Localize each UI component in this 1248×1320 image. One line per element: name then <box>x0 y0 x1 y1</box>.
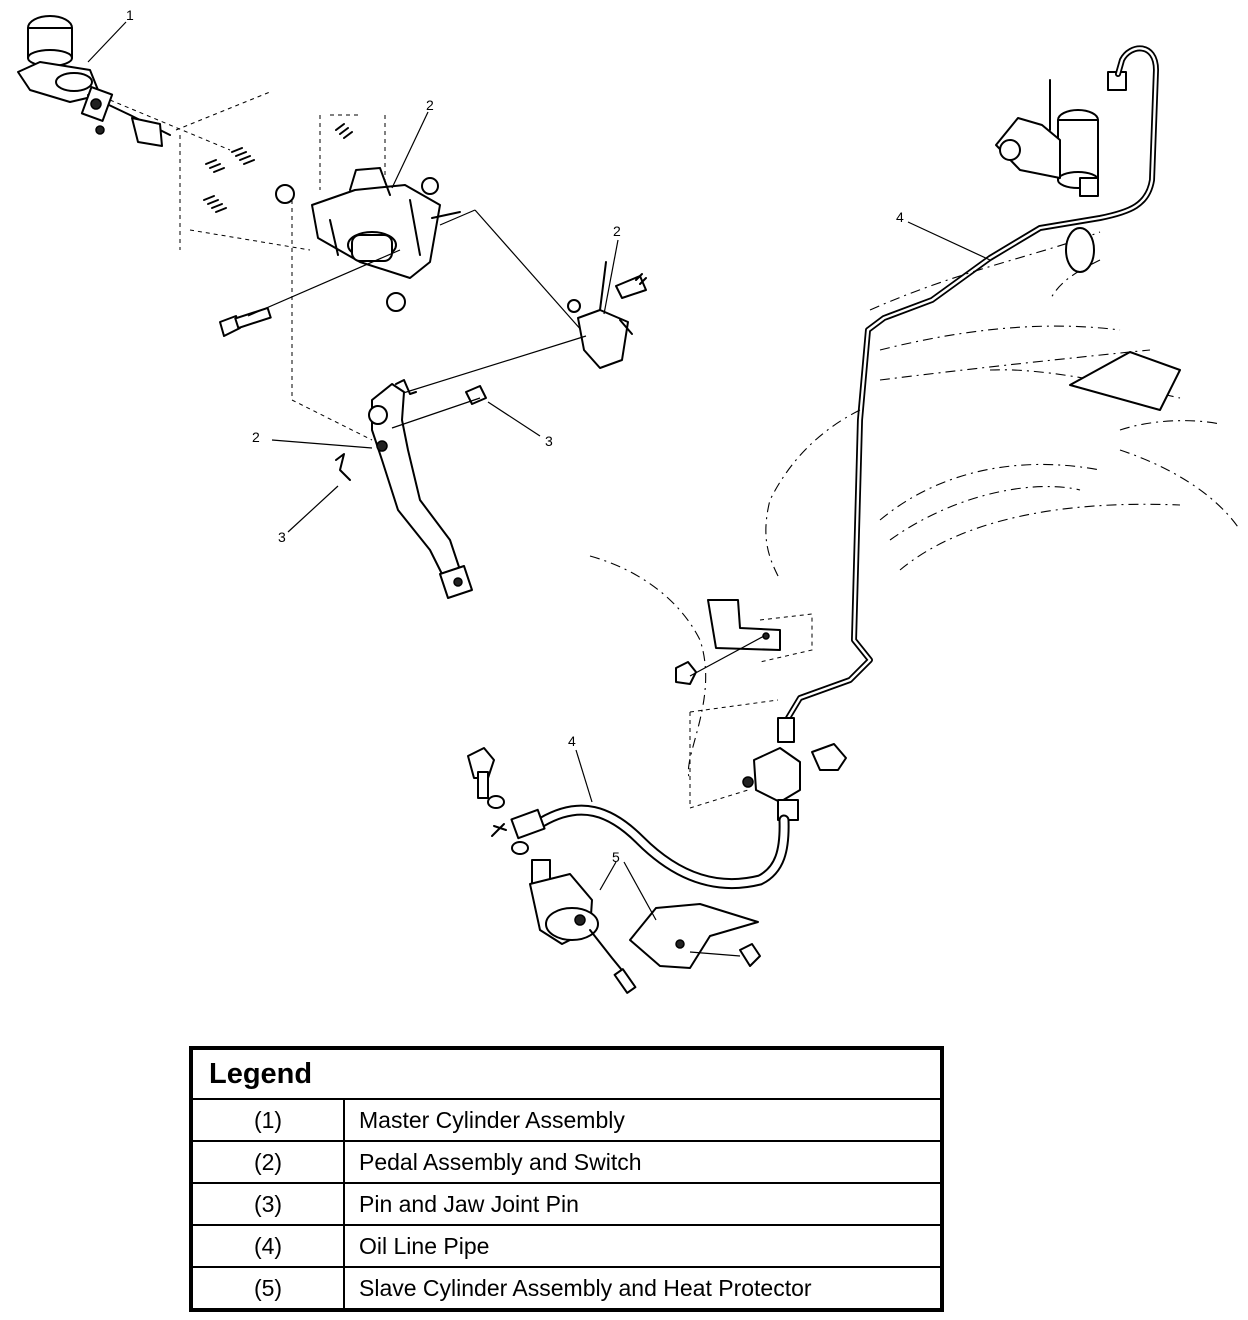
callout-4-hose: 4 <box>568 733 576 749</box>
callout-5: 5 <box>612 849 620 865</box>
callout-2-bracket: 2 <box>426 97 434 113</box>
legend-label: Master Cylinder Assembly <box>343 1098 943 1142</box>
legend-table: Legend (1) Master Cylinder Assembly (2) … <box>189 1046 944 1312</box>
pedal-switch <box>399 261 647 395</box>
heat-protector <box>629 903 761 969</box>
clutch-pedal <box>335 379 487 599</box>
master-cylinder-assembly <box>17 15 231 151</box>
oil-line-pipe <box>777 45 1159 743</box>
legend-title: Legend <box>190 1047 943 1100</box>
legend-code: (3) <box>190 1182 345 1226</box>
legend-label: Slave Cylinder Assembly and Heat Protect… <box>343 1266 943 1311</box>
legend-row: (3) Pin and Jaw Joint Pin <box>190 1182 943 1226</box>
callout-3-left: 3 <box>278 529 286 545</box>
callout-3-right: 3 <box>545 433 553 449</box>
legend-row: (1) Master Cylinder Assembly <box>190 1098 943 1142</box>
callout-1: 1 <box>126 7 134 23</box>
callout-2-switch: 2 <box>613 223 621 239</box>
legend-label: Pedal Assembly and Switch <box>343 1140 943 1184</box>
callout-2-pedal: 2 <box>252 429 260 445</box>
slave-cylinder-assembly <box>529 859 637 994</box>
clutch-hydraulic-exploded-diagram: 1 2 2 2 3 3 4 4 5 <box>17 7 1241 994</box>
union-bolt-washers <box>467 747 529 855</box>
vehicle-body-outline <box>589 227 1241 781</box>
legend-code: (2) <box>190 1140 345 1184</box>
pedal-bracket <box>175 91 591 441</box>
legend-row: (5) Slave Cylinder Assembly and Heat Pro… <box>190 1266 943 1311</box>
callout-4-pipe: 4 <box>896 209 904 225</box>
oil-line-hose <box>510 804 790 890</box>
hose-bracket <box>742 743 847 821</box>
reservoir-master-cylinder-right <box>995 71 1127 197</box>
legend-code: (4) <box>190 1224 345 1268</box>
legend-code: (5) <box>190 1266 345 1311</box>
legend-row: (2) Pedal Assembly and Switch <box>190 1140 943 1184</box>
legend-label: Pin and Jaw Joint Pin <box>343 1182 943 1226</box>
legend-label: Oil Line Pipe <box>343 1224 943 1268</box>
callout-leaders <box>87 21 991 921</box>
pipe-bracket <box>675 599 813 809</box>
legend-code: (1) <box>190 1098 345 1142</box>
legend-row: (4) Oil Line Pipe <box>190 1224 943 1268</box>
